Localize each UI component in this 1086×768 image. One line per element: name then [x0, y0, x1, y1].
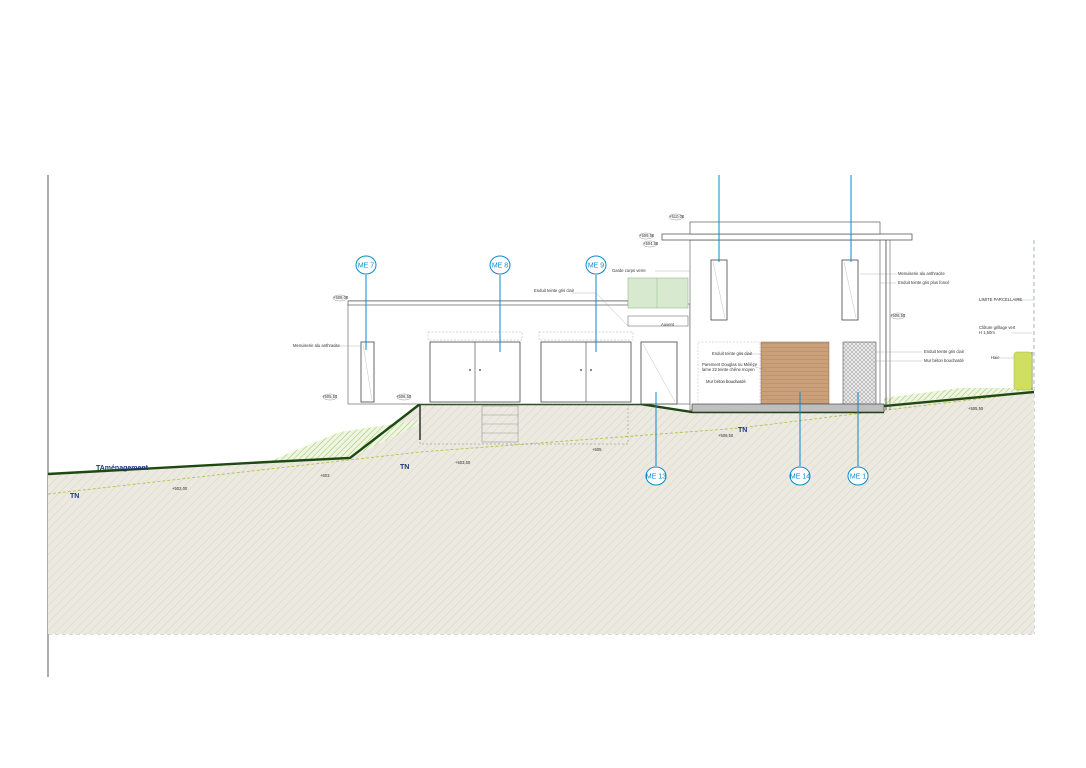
label-parement-1: Parement Douglas ou Mélèze — [702, 362, 758, 367]
marker-label-me9: ME 9 — [588, 263, 604, 270]
label-enduit-3: Enduit teinte gris clair — [924, 349, 965, 354]
label-limite: LIMITE PARCELLAIRE — [979, 297, 1022, 302]
marker-label-me8: ME 8 — [492, 263, 508, 270]
hedge — [1013, 351, 1033, 391]
marker-label-me7: ME 7 — [358, 263, 374, 270]
label-cloture-1: Clôture grillage vert — [979, 325, 1016, 330]
label-enduit-2: Enduit teinte gris clair — [712, 351, 753, 356]
marker-circle-me8[interactable] — [489, 255, 511, 275]
grass-slope-left — [268, 420, 420, 462]
garage-door-1 — [429, 341, 521, 403]
tn-dashed-line — [47, 391, 1035, 495]
elevation-tags: +508,00 +505,50 +506,50 +509,50 +504,50 … — [322, 213, 906, 401]
roof-top — [689, 221, 881, 235]
label-garde-corps: Garde corps verre — [612, 268, 646, 273]
marker-label-me14: ME 14 — [790, 474, 810, 481]
label-cloture-2: H 1,50m — [979, 330, 995, 335]
dashed-lintel-1 — [427, 331, 523, 341]
label-enduit-1: Enduit teinte gris clair — [534, 288, 575, 293]
soil-fill — [48, 390, 1034, 634]
marker-circle-me9[interactable] — [585, 255, 607, 275]
garage-rear-step — [627, 315, 689, 327]
label-menuiserie-right: Menuiserie alu anthracite — [898, 271, 945, 276]
slab-band — [691, 403, 885, 413]
level-503-50: +503,50 — [455, 460, 471, 465]
garage-roof-parapet — [347, 300, 629, 306]
elevation-5: +504,50 — [643, 241, 659, 246]
level-506-50: +506,50 — [718, 433, 734, 438]
garage-grille — [842, 341, 877, 407]
tn-label-left: TN — [70, 493, 79, 500]
amenagement-label: TAménagement — [96, 465, 149, 472]
level-502: +502,00 — [172, 486, 188, 491]
roof-overhang — [661, 233, 913, 241]
label-mur-beton-right: Mur béton bouchardé — [924, 358, 964, 363]
label-auvent: Auvent — [661, 322, 675, 327]
elevation-4: +509,50 — [639, 233, 655, 238]
label-parement-2: lame 22 teinte chêne moyen — [702, 367, 755, 372]
grass-slope-right — [884, 388, 1034, 404]
label-menuiserie-left: Menuiserie alu anthracite — [293, 343, 340, 348]
tn-label-center: TN — [400, 464, 409, 471]
level-505: +505 — [592, 447, 602, 452]
tn-label-right: TN — [738, 427, 747, 434]
garage-door-2 — [540, 341, 632, 403]
label-mur-beton-left: Mur béton bouchardé — [706, 379, 746, 384]
marker-label-me13: ME 13 — [646, 474, 666, 481]
elevation-3: +506,50 — [396, 394, 412, 399]
elevation-6: +510,00 — [669, 214, 685, 219]
marker-circle-me14[interactable] — [789, 466, 811, 486]
ground-level-labels: +502,00 +503 +503,50 +505 +506,50 +505,5… — [172, 406, 984, 491]
marker-circle-me13[interactable] — [645, 466, 667, 486]
marker-layer: ME 7 ME 8 ME 9 ME 13 ME 14 ME 1 — [355, 175, 869, 486]
marker-circle-me1[interactable] — [847, 466, 869, 486]
wood-cladding — [760, 341, 830, 407]
glass-railing — [627, 277, 689, 309]
level-503: +503 — [320, 473, 330, 478]
annotations: Garde corps verre Enduit teinte gris cla… — [293, 268, 1034, 384]
dashed-lintel-2 — [538, 331, 634, 341]
elevation-1: +508,00 — [333, 295, 349, 300]
elevation-7: +508,50 — [890, 313, 906, 318]
label-haie: Haie — [991, 355, 1000, 360]
marker-label-me1: ME 1 — [850, 474, 866, 481]
level-505-50: +505,50 — [968, 406, 984, 411]
label-enduit-fonce: Enduit teinte gris plus foncé — [898, 280, 950, 285]
marker-circle-me7[interactable] — [355, 255, 377, 275]
elevation-2: +505,50 — [322, 394, 338, 399]
